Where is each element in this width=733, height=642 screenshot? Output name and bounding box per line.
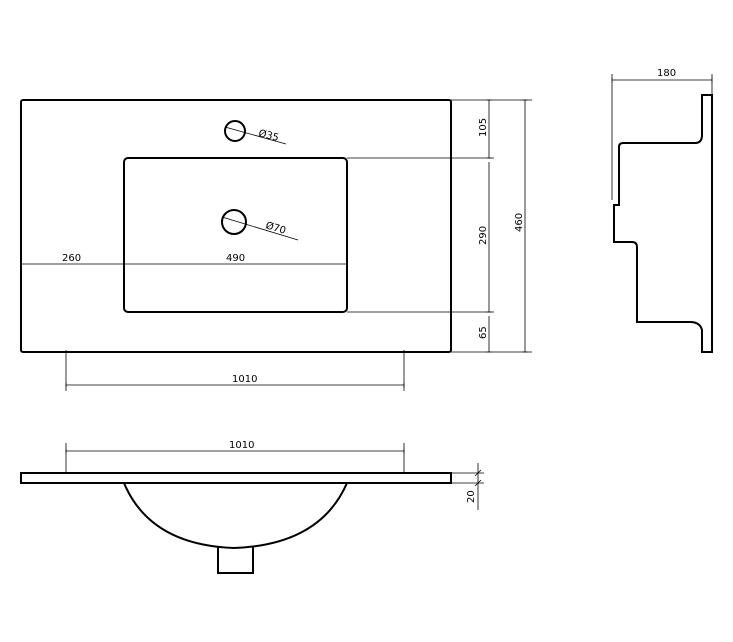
dim-tick-20-a: [474, 469, 482, 477]
drain-hole: [221, 209, 247, 235]
basin-outline: [123, 157, 348, 313]
dim-label-1010-front: 1010: [229, 440, 254, 451]
dim-label-460: 460: [514, 213, 525, 232]
drain-hole-label: Ø70: [264, 219, 287, 237]
dim-label-290: 290: [478, 226, 489, 245]
tap-hole-leader: [224, 126, 287, 145]
tap-hole-label: Ø35: [257, 127, 280, 144]
countertop-outline: [20, 99, 452, 353]
side-profile: [613, 94, 713, 353]
dim-label-1010-top: 1010: [232, 374, 257, 385]
top-view: Ø35 Ø70 260 490 1010 105 290 65 460: [20, 99, 532, 391]
dim-label-20: 20: [466, 490, 477, 503]
basin-bowl: [123, 482, 348, 550]
dim-label-105: 105: [478, 118, 489, 137]
dim-tick-20-b: [474, 479, 482, 487]
drain-hole-leader: [221, 216, 299, 241]
dim-label-260: 260: [62, 253, 81, 264]
drain-outlet: [217, 546, 254, 574]
side-view: 180: [611, 68, 713, 353]
front-view: 1010 20: [20, 440, 484, 574]
dim-label-65: 65: [478, 326, 489, 339]
dim-label-490: 490: [226, 253, 245, 264]
tap-hole: [224, 120, 246, 142]
dim-label-180: 180: [657, 68, 676, 79]
countertop-front: [20, 472, 452, 484]
